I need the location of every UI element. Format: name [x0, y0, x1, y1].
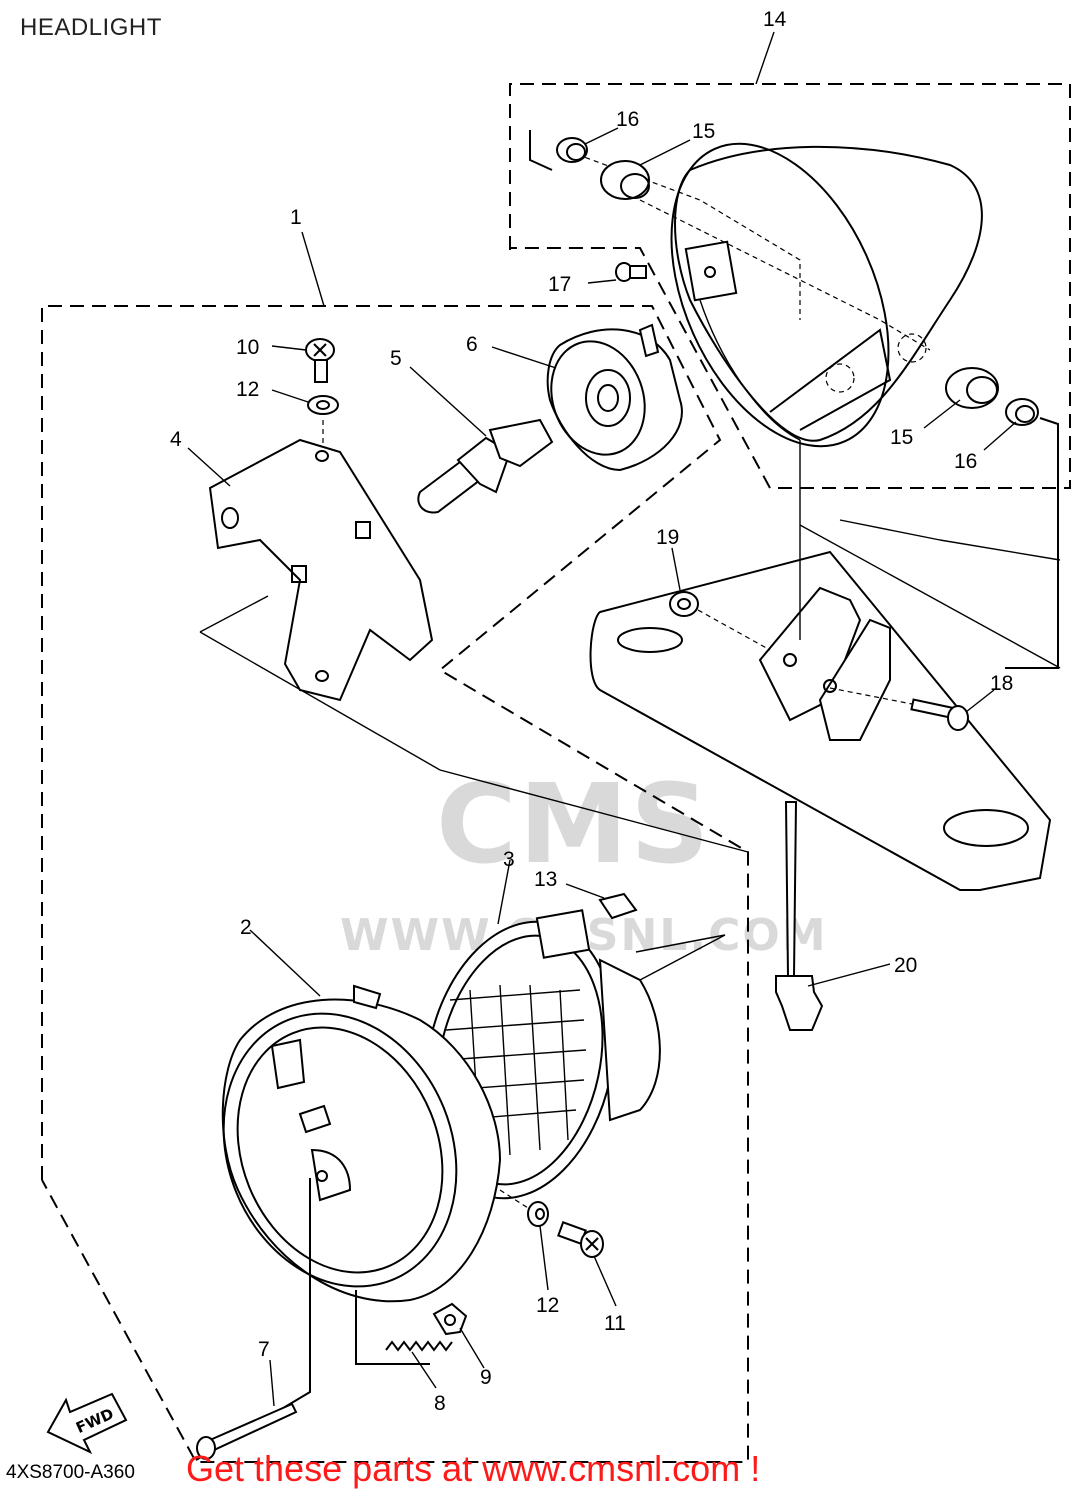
bush-upper: [529, 130, 650, 200]
callout-15-upper: 15: [692, 120, 715, 143]
bush-lower: [945, 367, 1059, 669]
callout-8: 8: [434, 1392, 446, 1415]
callout-7: 7: [258, 1338, 270, 1361]
callout-numbers: 14 16 15 17 1 10 12 5 6 4 15 16 19 18 3 …: [170, 8, 1013, 1415]
socket-cover-6: [546, 323, 683, 472]
headlight-rim-2: [195, 984, 502, 1461]
callout-12-lower: 12: [536, 1294, 559, 1317]
bolt-18: [829, 687, 969, 731]
diagram-code: 4XS8700-A360: [6, 1462, 135, 1483]
callout-14: 14: [763, 8, 787, 31]
callout-18: 18: [990, 672, 1013, 695]
callout-11: 11: [604, 1312, 626, 1335]
promo-link[interactable]: Get these parts at www.cmsnl.com !: [186, 1448, 761, 1489]
lower-bracket: [589, 440, 1061, 891]
callout-4: 4: [170, 428, 182, 451]
nut-9: [432, 1302, 468, 1336]
headlight-housing: [559, 142, 983, 448]
callout-19: 19: [656, 526, 679, 549]
page-title: HEADLIGHT: [20, 14, 162, 41]
washer-12-upper: [307, 395, 339, 415]
washer-12-lower: [527, 1201, 549, 1227]
cable-tie-20: [775, 801, 824, 1031]
callout-9: 9: [480, 1366, 492, 1389]
group-box-14: [509, 83, 1071, 489]
group-box-1: [41, 305, 749, 1463]
lens-grid: [445, 984, 587, 1156]
screw-11: [557, 1221, 604, 1258]
callout-10: 10: [236, 336, 259, 359]
screw-7: [196, 1402, 298, 1460]
fwd-arrow: FWD: [46, 1392, 128, 1455]
screw-10: [305, 338, 335, 383]
callout-16-upper: 16: [616, 108, 639, 131]
callout-3: 3: [503, 848, 515, 871]
callout-17: 17: [548, 273, 571, 296]
mounting-stay-4: [208, 438, 434, 702]
leader-lines: [187, 31, 1017, 1407]
bolt-17: [615, 262, 647, 282]
callout-16-lower: 16: [954, 450, 977, 473]
callout-15-lower: 15: [890, 426, 913, 449]
spring-8: [385, 1340, 453, 1352]
callout-12-upper: 12: [236, 378, 259, 401]
callout-1: 1: [290, 206, 302, 229]
callout-20: 20: [894, 954, 917, 977]
callout-13: 13: [534, 868, 557, 891]
callout-5: 5: [390, 347, 402, 370]
nut-19: [669, 591, 771, 651]
callout-6: 6: [466, 333, 478, 356]
bulb-5: [417, 418, 554, 514]
callout-2: 2: [240, 916, 252, 939]
